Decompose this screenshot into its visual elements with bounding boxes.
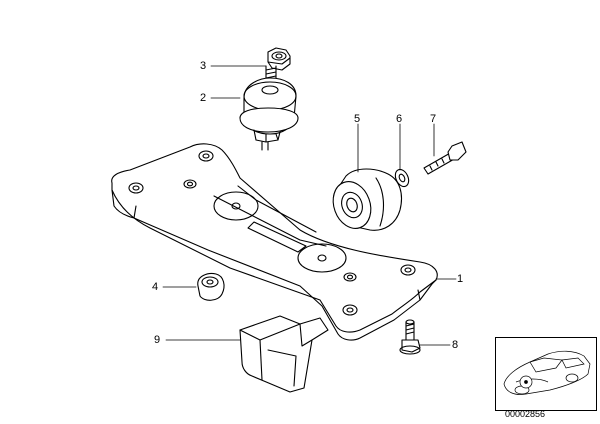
leader-lines <box>162 65 457 346</box>
callout-6: 6 <box>396 113 403 125</box>
flange-bolt-part <box>399 319 421 355</box>
vehicle-location-thumbnail <box>495 337 597 411</box>
flange-nut-part <box>197 272 225 301</box>
washer-part <box>394 168 410 188</box>
callout-1: 1 <box>457 273 464 285</box>
bolt-part <box>423 141 467 175</box>
car-outline-icon <box>503 350 591 395</box>
callout-3: 3 <box>200 60 207 72</box>
callout-7: 7 <box>430 113 437 125</box>
callout-9: 9 <box>154 334 161 346</box>
heat-shield-part <box>239 315 329 393</box>
document-number: 00002856 <box>505 409 546 419</box>
nut-part <box>267 47 291 71</box>
bushing-part <box>332 168 403 231</box>
crossmember-part <box>111 143 438 341</box>
callout-5: 5 <box>354 113 361 125</box>
callout-8: 8 <box>452 339 459 351</box>
callout-4: 4 <box>152 281 159 293</box>
rubber-mount-part <box>239 65 299 151</box>
callout-2: 2 <box>200 92 207 104</box>
